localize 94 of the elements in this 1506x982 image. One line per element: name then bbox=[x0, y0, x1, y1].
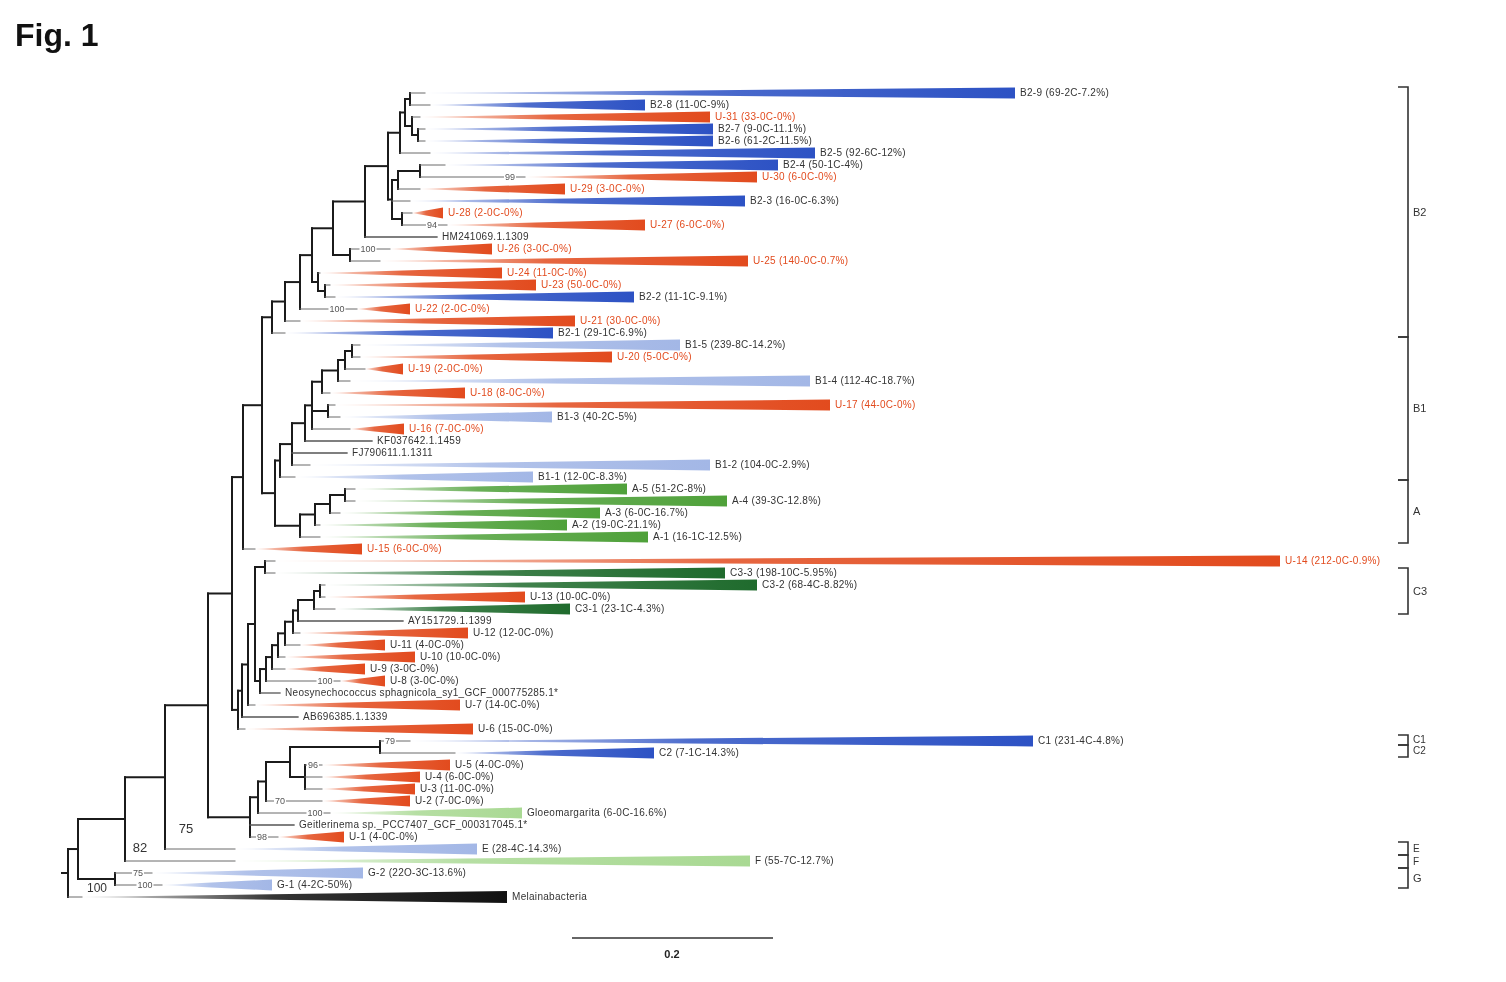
clade-group-label: C3 bbox=[1413, 585, 1428, 597]
clade-label: B2-9 (69-2C-7.2%) bbox=[1020, 87, 1110, 99]
bootstrap-value: 100 bbox=[359, 244, 377, 254]
bootstrap-value: 82 bbox=[131, 841, 149, 855]
clade-label: B2-8 (11-0C-9%) bbox=[650, 99, 730, 111]
clade-group-label: B2 bbox=[1413, 206, 1427, 218]
clade-label: C3-1 (23-1C-4.3%) bbox=[575, 603, 665, 615]
clade-label: U-2 (7-0C-0%) bbox=[415, 795, 484, 807]
taxon-label: AB696385.1.1339 bbox=[303, 711, 388, 723]
clade-group-label: E bbox=[1413, 843, 1420, 854]
clade-label: A-2 (19-0C-21.1%) bbox=[572, 519, 662, 531]
clade-label: A-1 (16-1C-12.5%) bbox=[653, 531, 743, 543]
bootstrap-value: 99 bbox=[504, 172, 516, 182]
clade-label: Melainabacteria bbox=[512, 891, 588, 903]
taxon-label: FJ790611.1.1311 bbox=[352, 447, 433, 459]
bootstrap-value: 100 bbox=[306, 808, 324, 818]
bootstrap-value: 96 bbox=[307, 760, 319, 770]
clade-label: U-28 (2-0C-0%) bbox=[448, 207, 523, 219]
clade-label: C1 (231-4C-4.8%) bbox=[1038, 735, 1124, 747]
bootstrap-value: 75 bbox=[132, 868, 144, 878]
clade-label: Gloeomargarita (6-0C-16.6%) bbox=[527, 807, 667, 819]
clade-label: B2-3 (16-0C-6.3%) bbox=[750, 195, 840, 207]
clade-label: U-9 (3-0C-0%) bbox=[370, 663, 439, 675]
bootstrap-value: 94 bbox=[426, 220, 438, 230]
clade-label: B1-5 (239-8C-14.2%) bbox=[685, 339, 786, 351]
clade-label: U-30 (6-0C-0%) bbox=[762, 171, 837, 183]
clade-label: B2-5 (92-6C-12%) bbox=[820, 147, 906, 159]
clade-label: U-24 (11-0C-0%) bbox=[507, 267, 587, 279]
taxon-label: AY151729.1.1399 bbox=[408, 615, 492, 627]
clade-group-label: C1 bbox=[1413, 735, 1426, 745]
clade-group-label: G bbox=[1413, 872, 1422, 884]
clade-label: U-18 (8-0C-0%) bbox=[470, 387, 545, 399]
clade-label: U-6 (15-0C-0%) bbox=[478, 723, 553, 735]
clade-label: U-15 (6-0C-0%) bbox=[367, 543, 442, 555]
scale-bar-label: 0.2 bbox=[664, 948, 680, 961]
clade-group-label: C2 bbox=[1413, 746, 1426, 756]
clade-label: U-11 (4-0C-0%) bbox=[390, 639, 465, 651]
clade-label: U-13 (10-0C-0%) bbox=[530, 591, 611, 603]
bootstrap-value: 100 bbox=[328, 304, 346, 314]
clade-label: U-16 (7-0C-0%) bbox=[409, 423, 484, 435]
figure-title: Fig. 1 bbox=[15, 16, 99, 54]
clade-label: U-26 (3-0C-0%) bbox=[497, 243, 572, 255]
clade-label: U-5 (4-0C-0%) bbox=[455, 759, 524, 771]
clade-group-label: A bbox=[1413, 506, 1421, 517]
clade-label: B2-6 (61-2C-11.5%) bbox=[718, 135, 813, 147]
clade-label: U-22 (2-0C-0%) bbox=[415, 303, 490, 315]
clade-label: U-14 (212-0C-0.9%) bbox=[1285, 555, 1381, 567]
clade-label: U-12 (12-0C-0%) bbox=[473, 627, 554, 639]
clade-group-label: F bbox=[1413, 856, 1420, 867]
clade-label: A-5 (51-2C-8%) bbox=[632, 483, 707, 495]
clade-label: C3-3 (198-10C-5.95%) bbox=[730, 567, 838, 579]
clade-label: G-1 (4-2C-50%) bbox=[277, 879, 353, 891]
clade-label: U-23 (50-0C-0%) bbox=[541, 279, 622, 291]
clade-label: U-20 (5-0C-0%) bbox=[617, 351, 692, 363]
clade-label: B2-4 (50-1C-4%) bbox=[783, 159, 864, 171]
clade-label: B2-2 (11-1C-9.1%) bbox=[639, 291, 728, 303]
clade-label: B1-2 (104-0C-2.9%) bbox=[715, 459, 810, 471]
bootstrap-value: 75 bbox=[177, 822, 195, 836]
clade-label: F (55-7C-12.7%) bbox=[755, 855, 834, 867]
taxon-label: Geitlerinema sp._PCC7407_GCF_000317045.1* bbox=[299, 819, 528, 831]
clade-label: A-3 (6-0C-16.7%) bbox=[605, 507, 689, 519]
clade-label: U-10 (10-0C-0%) bbox=[420, 651, 501, 663]
bootstrap-value: 79 bbox=[384, 736, 396, 746]
clade-label: B1-3 (40-2C-5%) bbox=[557, 411, 638, 423]
clade-label: U-19 (2-0C-0%) bbox=[408, 363, 483, 375]
clade-label: A-4 (39-3C-12.8%) bbox=[732, 495, 822, 507]
clade-label: U-7 (14-0C-0%) bbox=[465, 699, 540, 711]
clade-label: B1-1 (12-0C-8.3%) bbox=[538, 471, 628, 483]
clade-label: U-29 (3-0C-0%) bbox=[570, 183, 645, 195]
clade-label: E (28-4C-14.3%) bbox=[482, 843, 562, 855]
clade-label: U-31 (33-0C-0%) bbox=[715, 111, 796, 123]
clade-label: U-3 (11-0C-0%) bbox=[420, 783, 495, 795]
clade-label: B2-1 (29-1C-6.9%) bbox=[558, 327, 648, 339]
clade-label: B1-4 (112-4C-18.7%) bbox=[815, 375, 915, 387]
taxon-label: HM241069.1.1309 bbox=[442, 231, 529, 243]
bootstrap-value: 100 bbox=[86, 881, 108, 895]
clade-group-label: B1 bbox=[1413, 403, 1427, 414]
clade-label: U-8 (3-0C-0%) bbox=[390, 675, 459, 687]
taxon-label: KF037642.1.1459 bbox=[377, 435, 461, 447]
clade-label: U-1 (4-0C-0%) bbox=[349, 831, 418, 843]
clade-label: U-27 (6-0C-0%) bbox=[650, 219, 725, 231]
clade-label: U-4 (6-0C-0%) bbox=[425, 771, 494, 783]
taxon-label: Neosynechococcus sphagnicola_sy1_GCF_000775285.1* bbox=[285, 687, 559, 699]
clade-label: G-2 (22O-3C-13.6%) bbox=[368, 867, 467, 879]
bootstrap-value: 98 bbox=[256, 832, 268, 842]
clade-label: U-17 (44-0C-0%) bbox=[835, 399, 916, 411]
bootstrap-value: 100 bbox=[136, 880, 154, 890]
bootstrap-value: 100 bbox=[316, 676, 334, 686]
clade-label: C3-2 (68-4C-8.82%) bbox=[762, 579, 858, 591]
clade-label: U-25 (140-0C-0.7%) bbox=[753, 255, 849, 267]
clade-label: C2 (7-1C-14.3%) bbox=[659, 747, 740, 759]
clade-label: B2-7 (9-0C-11.1%) bbox=[718, 123, 807, 135]
bootstrap-value: 70 bbox=[274, 796, 286, 806]
clade-label: U-21 (30-0C-0%) bbox=[580, 315, 661, 327]
